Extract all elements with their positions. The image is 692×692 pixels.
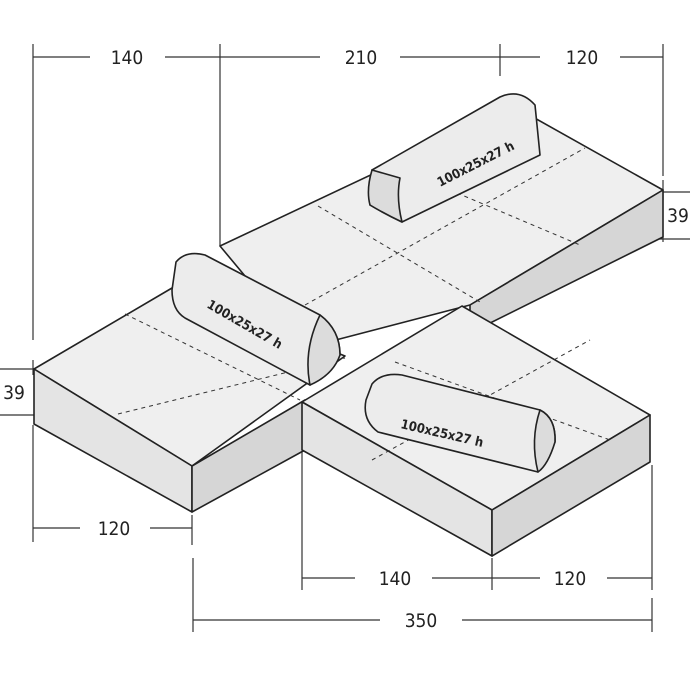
dim-height-left: 39 [3,382,25,404]
bottom-dimension-lines [32,425,653,632]
dim-height-right: 39 [667,205,689,227]
back-cushion [367,93,541,223]
dim-top-left: 140 [111,47,144,69]
left-height-dimension [0,360,34,416]
dim-bottom-left: 120 [98,518,131,540]
dim-bottom-right: 120 [554,568,587,590]
dim-overall-bottom: 350 [405,610,438,632]
dim-bottom-middle: 140 [379,568,412,590]
middle-cushion [171,252,341,386]
dim-top-right: 120 [566,47,599,69]
front-cushion [364,373,556,473]
back-module [219,106,664,349]
top-dimension-lines [32,44,664,340]
dim-top-middle: 210 [345,47,378,69]
